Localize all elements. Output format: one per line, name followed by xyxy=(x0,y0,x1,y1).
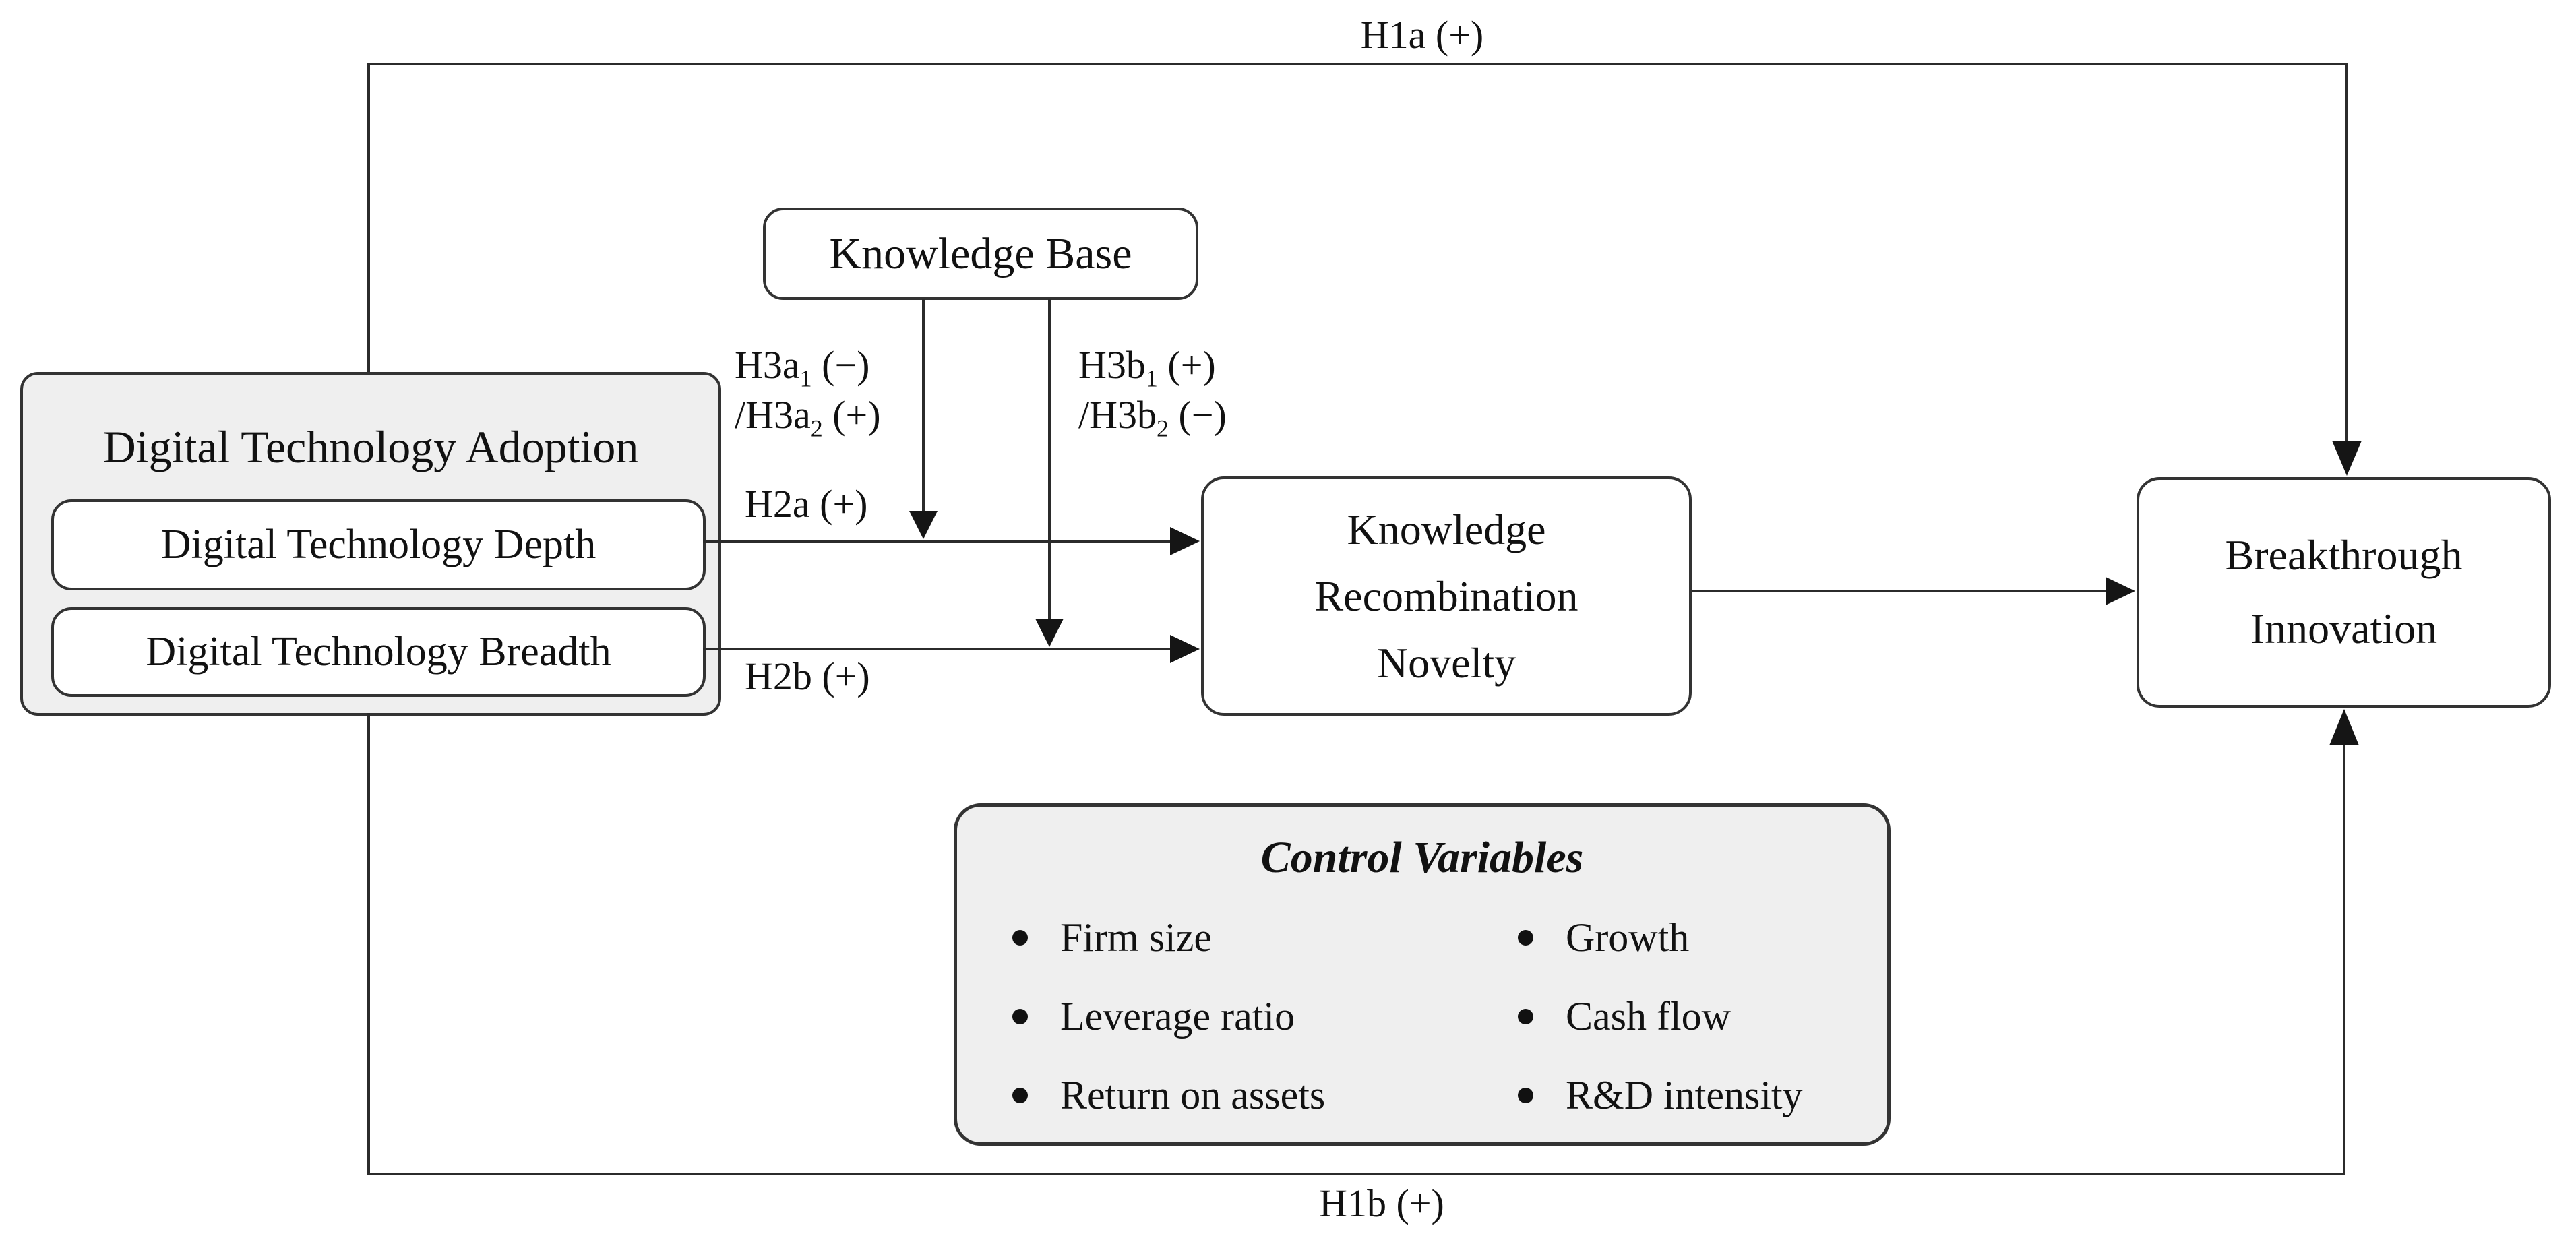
box-control-variables: Control Variables Firm size Leverage rat… xyxy=(954,803,1891,1146)
krn-line2: Recombination xyxy=(1314,571,1578,620)
label-h1a: H1a (+) xyxy=(1360,13,1484,57)
control-variable-item: Cash flow xyxy=(1518,993,1803,1040)
label-h3a-line2: /H3a2 (+) xyxy=(735,393,881,442)
box-knowledge-base: Knowledge Base xyxy=(763,208,1198,300)
box-digital-technology-adoption: Digital Technology Adoption Digital Tech… xyxy=(20,372,721,716)
control-variable-label: Return on assets xyxy=(1060,1073,1326,1117)
arrowhead-h1b-up-icon xyxy=(2329,709,2359,745)
bullet-icon xyxy=(1012,930,1028,946)
bullet-icon xyxy=(1012,1088,1028,1103)
knowledge-base-label: Knowledge Base xyxy=(829,228,1132,278)
control-variable-item: Growth xyxy=(1518,915,1803,961)
control-variable-item: Firm size xyxy=(1012,915,1518,961)
knowledge-recombination-novelty-label: Knowledge Recombination Novelty xyxy=(1314,496,1578,697)
bi-line1: Breakthrough xyxy=(2225,531,2463,580)
arrowhead-kb-h2a-down-icon xyxy=(909,511,938,539)
krn-line3: Novelty xyxy=(1376,639,1516,687)
box-knowledge-recombination-novelty: Knowledge Recombination Novelty xyxy=(1201,476,1692,716)
control-variable-label: Growth xyxy=(1566,915,1690,960)
label-h2a: H2a (+) xyxy=(745,482,868,526)
bullet-icon xyxy=(1518,1009,1533,1024)
label-h3a-line1: H3a1 (−) xyxy=(735,343,870,392)
control-variable-label: Firm size xyxy=(1060,915,1212,960)
control-variable-label: Leverage ratio xyxy=(1060,994,1295,1039)
label-h3b-line1: H3b1 (+) xyxy=(1078,343,1216,392)
control-variable-item: R&D intensity xyxy=(1518,1072,1803,1119)
bullet-icon xyxy=(1518,1088,1533,1103)
krn-line1: Knowledge xyxy=(1347,505,1546,553)
bi-line2: Innovation xyxy=(2250,605,2438,652)
control-variable-label: R&D intensity xyxy=(1566,1073,1803,1117)
control-variable-item: Leverage ratio xyxy=(1012,993,1518,1040)
bullet-icon xyxy=(1518,930,1533,946)
control-variables-left-column: Firm size Leverage ratio Return on asset… xyxy=(1012,915,1518,1119)
arrowhead-h2b-right-icon xyxy=(1170,635,1200,663)
box-digital-technology-depth: Digital Technology Depth xyxy=(51,499,706,590)
arrow-h1a-path xyxy=(367,63,2348,443)
digital-technology-adoption-title: Digital Technology Adoption xyxy=(102,421,639,472)
arrowhead-h2a-right-icon xyxy=(1170,527,1200,555)
label-h1b: H1b (+) xyxy=(1319,1181,1444,1225)
digital-technology-depth-label: Digital Technology Depth xyxy=(160,522,596,567)
control-variable-label: Cash flow xyxy=(1566,994,1731,1039)
label-h3b-line2: /H3b2 (−) xyxy=(1078,393,1227,442)
box-breakthrough-innovation: Breakthrough Innovation xyxy=(2137,477,2551,708)
label-h3b: H3b1 (+) /H3b2 (−) xyxy=(1078,340,1227,442)
bullet-icon xyxy=(1012,1009,1028,1024)
arrow-h1b-path xyxy=(367,713,2345,1175)
arrowhead-h1a-down-icon xyxy=(2332,441,2362,476)
control-variable-item: Return on assets xyxy=(1012,1072,1518,1119)
control-variables-columns: Firm size Leverage ratio Return on asset… xyxy=(957,915,1887,1119)
arrowhead-krn-to-bi-right-icon xyxy=(2106,577,2135,605)
label-h2b: H2b (+) xyxy=(745,654,870,698)
digital-technology-breadth-label: Digital Technology Breadth xyxy=(146,629,611,675)
control-variables-title: Control Variables xyxy=(1260,833,1584,882)
box-digital-technology-breadth: Digital Technology Breadth xyxy=(51,607,706,697)
control-variables-right-column: Growth Cash flow R&D intensity xyxy=(1518,915,1803,1119)
label-h3a: H3a1 (−) /H3a2 (+) xyxy=(735,340,881,442)
arrowhead-kb-h2b-down-icon xyxy=(1035,619,1064,647)
breakthrough-innovation-label: Breakthrough Innovation xyxy=(2226,519,2463,666)
